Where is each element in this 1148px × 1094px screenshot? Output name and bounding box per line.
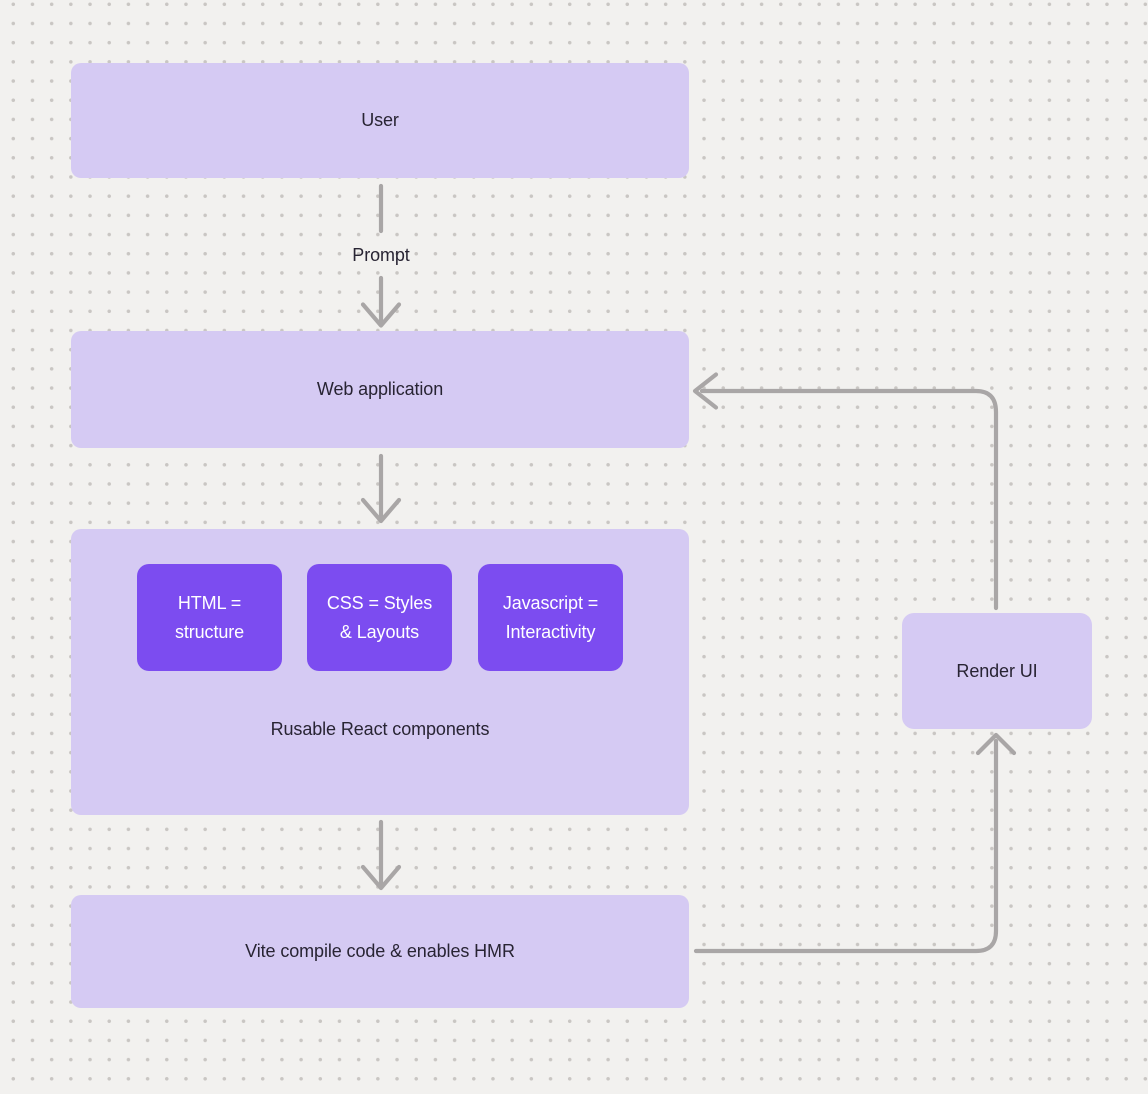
node-javascript-label: Javascript = Interactivity [502,592,599,642]
edge-vite-to-render-arrow [693,732,1017,954]
node-vite-label: Vite compile code & enables HMR [245,941,515,961]
node-vite: Vite compile code & enables HMR [71,895,689,1008]
edge-web-to-group-arrow [360,453,402,524]
edge-prompt-to-web-arrow [360,275,402,328]
components-group-caption: Rusable React components [270,719,490,739]
node-html: HTML = structure [137,564,282,671]
node-user-label: User [361,110,399,130]
node-components-group: HTML = structure CSS = Styles & Layouts … [71,529,689,815]
arrowhead-down-icon [360,497,402,524]
edge-group-to-vite-arrow [360,819,402,891]
node-web-application-label: Web application [316,379,444,399]
node-css-label: CSS = Styles & Layouts [326,592,433,642]
node-web-application: Web application [71,331,689,448]
node-css: CSS = Styles & Layouts [307,564,452,671]
node-render-ui: Render UI [902,613,1092,729]
arrowhead-down-icon [360,302,402,328]
node-html-label: HTML = structure [174,592,245,642]
node-javascript: Javascript = Interactivity [478,564,623,671]
edge-label-prompt: Prompt [352,245,410,265]
node-render-ui-label: Render UI [956,660,1038,681]
arrowhead-up-icon [975,732,1017,756]
arrowhead-left-icon [692,372,719,410]
arrowhead-down-icon [360,864,402,891]
node-user: User [71,63,689,178]
edge-render-to-web-arrow [692,372,999,611]
